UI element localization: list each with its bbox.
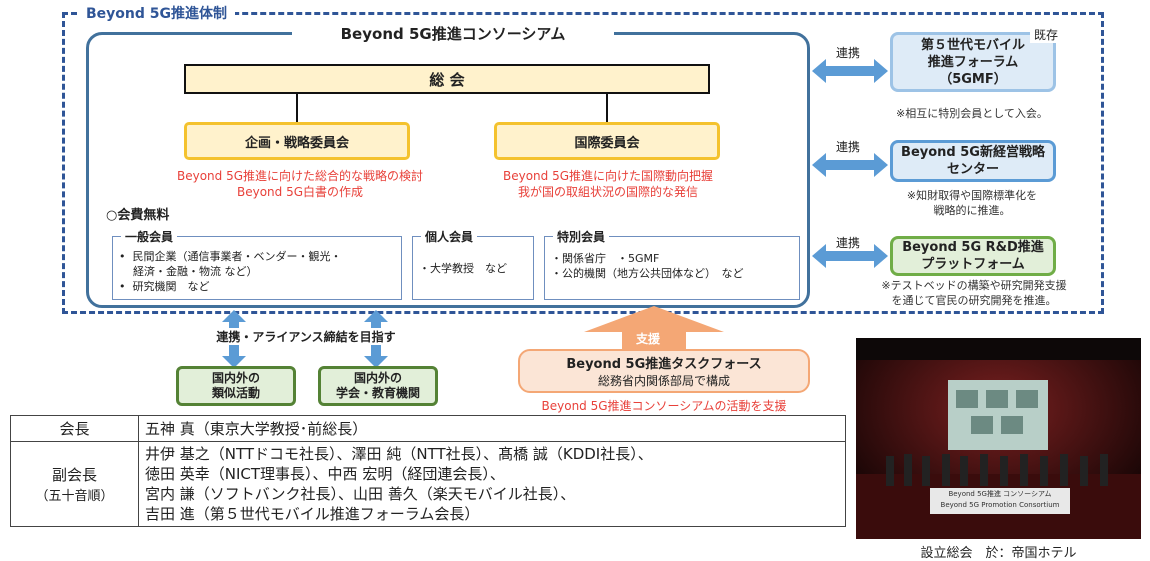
planning-committee-box: 企画・戦略委員会 (184, 122, 410, 160)
academia-line: 学会・教育機関 (335, 386, 420, 400)
international-committee-desc: Beyond 5G推進に向けた国際動向把握 我が国の取組状況の国際的な発信 (458, 168, 758, 200)
planning-committee-desc: Beyond 5G推進に向けた総合的な戦略の検討 Beyond 5G白書の作成 (150, 168, 450, 200)
gmf-note: ※相互に特別会員として入会。 (896, 107, 1048, 120)
support-arrow (584, 306, 724, 352)
international-committee-box: 国際委員会 (494, 122, 720, 160)
individual-members-label: 個人会員 (421, 228, 478, 245)
academia-line: 国内外の (353, 371, 402, 385)
up-arrow-icon (584, 306, 724, 352)
photo-banner-text: Beyond 5G推進 コンソーシアム Beyond 5G Promotion … (930, 489, 1070, 511)
special-members-label: 特別会員 (553, 228, 610, 245)
connector-line (296, 94, 298, 122)
vice-chair-line: 井伊 基之（NTTドコモ社長）、澤田 純（NTT社長）、髙橋 誠（KDDI社長）… (145, 445, 653, 463)
strategy-center-line: Beyond 5G新経営戦略 (901, 145, 1045, 160)
banner-line: Beyond 5G推進 コンソーシアム (948, 490, 1052, 498)
list-item: ・公的機関（地方公共団体など） など (551, 267, 744, 280)
general-members-label: 一般会員 (121, 228, 178, 245)
vice-chair-line: 徳田 英幸（NICT理事長）、中西 宏明（経団連会長）、 (145, 465, 505, 483)
similar-activities-box: 国内外の 類似活動 (176, 366, 296, 406)
officers-table: 会長 五神 真（東京大学教授･前総長） 副会長 （五十音順） 井伊 基之（NTT… (10, 415, 846, 527)
table-row: 会長 五神 真（東京大学教授･前総長） (10, 415, 846, 442)
link-label: 連携 (836, 140, 861, 154)
list-item: • 研究機関 など (119, 280, 210, 293)
vice-chair-note: （五十音順） (35, 489, 114, 504)
special-members-box: 特別会員 ・関係省庁 ・5GMF ・公的機関（地方公共団体など） など (544, 228, 800, 300)
gmf-line: 推進フォーラム (927, 54, 1019, 70)
rd-platform-note: ※テストベッドの構築や研究開発支援 を通じて官民の研究開発を推進。 (858, 278, 1090, 308)
banner-line: Beyond 5G Promotion Consortium (940, 501, 1060, 509)
vice-chair-line: 吉田 進（第５世代モバイル推進フォーラム会長） (145, 505, 480, 523)
planning-desc-line: Beyond 5G推進に向けた総合的な戦略の検討 (176, 169, 424, 183)
list-item: 経済・金融・物流 など） (133, 265, 258, 278)
academia-box: 国内外の 学会・教育機関 (318, 366, 438, 406)
international-desc-line: Beyond 5G推進に向けた国際動向把握 (502, 169, 714, 183)
task-force-subtitle: 総務省内関係部局で構成 (597, 374, 730, 388)
chair-value: 五神 真（東京大学教授･前総長） (138, 415, 846, 442)
link-label: 連携 (836, 236, 861, 250)
link-label: 連携 (836, 46, 861, 60)
rd-note-line: を通じて官民の研究開発を推進。 (891, 294, 1057, 307)
task-force-box: Beyond 5G推進タスクフォース 総務省内関係部局で構成 (518, 349, 810, 393)
rd-platform-line: プラットフォーム (921, 257, 1025, 272)
vice-chair-values: 井伊 基之（NTTドコモ社長）、澤田 純（NTT社長）、髙橋 誠（KDDI社長）… (138, 441, 846, 527)
list-item: • 民間企業（通信事業者・ベンダー・観光・ (119, 250, 342, 263)
international-desc-line: 我が国の取組状況の国際的な発信 (517, 185, 698, 199)
support-caption: Beyond 5G推進コンソーシアムの活動を支援 (541, 399, 787, 413)
strategy-note-line: ※知財取得や国際標準化を (906, 189, 1038, 202)
rd-platform-line: Beyond 5G R&D推進 (902, 240, 1044, 255)
individual-members-box: 個人会員 ・大学教授 など (412, 228, 534, 300)
general-assembly-box: 総 会 (184, 64, 710, 94)
similar-activities-line: 国内外の (211, 371, 260, 385)
ceremony-photo-illustration (856, 338, 1141, 539)
gmf-box: 第５世代モバイル 推進フォーラム （5GMF） (890, 32, 1056, 92)
photo-caption: 設立総会 於：帝国ホテル (920, 546, 1077, 561)
gmf-line: （5GMF） (939, 71, 1007, 87)
framework-border (62, 12, 1104, 314)
fee-label: ○会費無料 (106, 208, 170, 223)
banner (930, 488, 1070, 514)
similar-activities-line: 類似活動 (211, 386, 260, 400)
vice-chair-line: 宮内 謙（ソフトバンク社長）、山田 善久（楽天モバイル社長）、 (145, 485, 576, 503)
list-item: ・関係省庁 ・5GMF (551, 252, 660, 265)
chair-label: 会長 (10, 415, 139, 442)
gmf-line: 第５世代モバイル (920, 37, 1025, 53)
support-label: 支援 (636, 332, 661, 346)
strategy-center-line: センター (946, 162, 999, 177)
strategy-center-note: ※知財取得や国際標準化を 戦略的に推進。 (862, 188, 1082, 218)
rd-note-line: ※テストベッドの構築や研究開発支援 (881, 279, 1067, 292)
connector-line (606, 94, 608, 122)
link-arrows (812, 59, 888, 268)
strategy-center-box: Beyond 5G新経営戦略 センター (890, 140, 1056, 182)
double-arrow-icon (812, 59, 888, 83)
consortium-title: Beyond 5G推進コンソーシアム (292, 22, 614, 44)
double-arrow-icon (812, 153, 888, 177)
vice-chair-cell: 副会長 （五十音順） (10, 441, 139, 527)
table-row: 副会長 （五十音順） 井伊 基之（NTTドコモ社長）、澤田 純（NTT社長）、髙… (10, 441, 846, 527)
double-arrow-icon (812, 244, 888, 268)
strategy-note-line: 戦略的に推進。 (933, 204, 1011, 217)
planning-desc-line: Beyond 5G白書の作成 (236, 185, 364, 199)
framework-title: Beyond 5G推進体制 (78, 3, 236, 23)
rd-platform-box: Beyond 5G R&D推進 プラットフォーム (890, 236, 1056, 276)
existing-tag: 既存 (1030, 26, 1063, 43)
general-members-box: 一般会員 • 民間企業（通信事業者・ベンダー・観光・ 経済・金融・物流 など） … (112, 228, 402, 300)
alliance-label: 連携・アライアンス締結を目指す (200, 328, 412, 345)
vice-chair-label: 副会長 (51, 466, 97, 484)
list-item: ・大学教授 など (419, 262, 507, 275)
ceremony-photo: Beyond 5G推進 コンソーシアム Beyond 5G Promotion … (856, 338, 1141, 539)
task-force-title: Beyond 5G推進タスクフォース (566, 357, 762, 372)
